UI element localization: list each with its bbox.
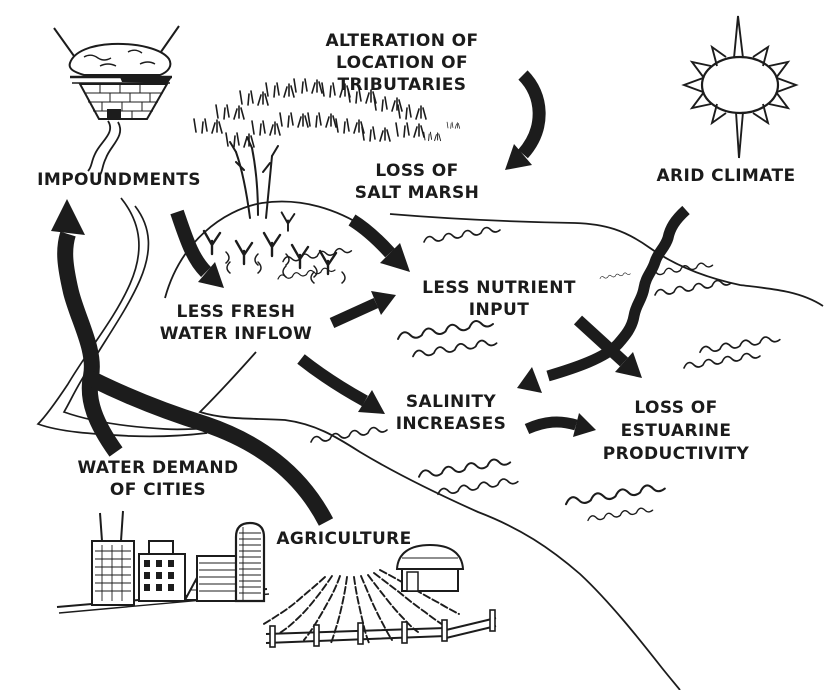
dam-crest-shadow xyxy=(120,77,172,83)
arrow-agriculture-branch xyxy=(86,370,334,526)
city-tower-1-windows xyxy=(95,545,131,601)
label-arid-climate: ARID CLIMATE xyxy=(656,166,796,186)
arrow-shaft xyxy=(517,70,546,159)
fence-post xyxy=(269,625,276,648)
arrow-shaft xyxy=(170,209,212,277)
barn-door xyxy=(406,571,419,592)
arrow-nutrient-to-productivity xyxy=(573,315,642,378)
city-antennas xyxy=(99,510,124,542)
salt-marsh-icon xyxy=(193,78,461,284)
city-building-3-windows xyxy=(199,562,241,592)
river-icon xyxy=(546,205,690,382)
river-bank-line-1 xyxy=(36,197,208,438)
arrow-marsh-to-nutrient xyxy=(348,214,410,272)
label-loss-salt-marsh: LOSS OF SALT MARSH xyxy=(354,161,480,203)
fence-post xyxy=(489,609,496,632)
arrow-shaft xyxy=(524,416,578,435)
arrow-shaft xyxy=(329,297,379,329)
marsh-tall-reeds xyxy=(229,136,279,219)
arrow-head xyxy=(358,390,385,414)
marsh-shore-line xyxy=(164,200,367,299)
fence-post xyxy=(401,621,408,644)
arrow-head xyxy=(51,199,85,235)
arrow-river-to-salinity xyxy=(517,205,690,393)
fence-post xyxy=(357,622,364,645)
arrow-salinity-to-productivity xyxy=(524,413,596,437)
arrow-head xyxy=(615,352,642,378)
lower-shoreline xyxy=(198,351,681,690)
dam-gate xyxy=(107,109,121,118)
crop-rows xyxy=(261,569,460,644)
wave-icon xyxy=(599,272,631,279)
wave-icon xyxy=(282,247,353,263)
arrow-impoundments-to-freshwater xyxy=(170,209,224,288)
arrow-head xyxy=(517,367,542,393)
wave-icon xyxy=(437,478,519,496)
label-agriculture: AGRICULTURE xyxy=(276,529,412,549)
shoreline-lines xyxy=(36,197,824,690)
upper-shoreline xyxy=(389,213,824,307)
arrow-head xyxy=(198,262,224,288)
dam-reservoir-water xyxy=(68,42,172,76)
barn-roof xyxy=(395,543,465,570)
city-tower-1 xyxy=(91,540,135,606)
flow-arrows xyxy=(51,70,690,526)
fence xyxy=(265,609,497,648)
dam-water-squiggles xyxy=(83,49,156,67)
wave-icon xyxy=(683,352,761,369)
arrow-freshwater-to-salinity xyxy=(297,354,385,414)
arrow-tributaries-to-marsh xyxy=(505,70,546,170)
arrow-shaft xyxy=(57,231,123,457)
wave-icon xyxy=(423,226,501,243)
arrow-shaft xyxy=(86,370,334,526)
arrow-freshwater-to-nutrient xyxy=(329,291,396,329)
wave-icon xyxy=(418,458,512,478)
city-round-tower-windows xyxy=(239,527,261,601)
label-salinity-increases: SALINITY INCREASES xyxy=(395,392,507,434)
city-skyline-icon xyxy=(56,510,270,614)
arrow-shaft xyxy=(348,214,395,258)
label-water-demand-cities: WATER DEMAND OF CITIES xyxy=(77,458,239,500)
arrow-head xyxy=(371,291,396,315)
fence-post xyxy=(313,624,320,647)
arrow-head xyxy=(573,413,596,437)
wave-icon xyxy=(412,339,498,358)
city-building-2-windows xyxy=(144,560,174,591)
wave-icon xyxy=(654,279,732,296)
city-roof-box xyxy=(148,540,174,555)
city-round-tower xyxy=(234,521,266,603)
dam-outflow-stream xyxy=(87,120,121,176)
river-bank-line-2 xyxy=(62,205,211,431)
wave-icon xyxy=(699,336,781,354)
sun-icon xyxy=(681,15,799,159)
barn xyxy=(395,543,465,592)
arrow-head xyxy=(505,144,532,170)
label-less-fresh-water-inflow: LESS FRESH WATER INFLOW xyxy=(159,302,313,344)
label-impoundments: IMPOUNDMENTS xyxy=(37,170,201,190)
arrow-cities-to-impoundments xyxy=(51,199,123,457)
dam-icon xyxy=(53,25,180,176)
sun-disc xyxy=(700,55,780,115)
arrow-shaft xyxy=(573,315,629,367)
fence-post xyxy=(441,619,448,642)
arrow-shaft xyxy=(297,354,368,407)
sun-rays xyxy=(681,15,799,159)
farm-field-icon xyxy=(261,543,497,648)
wave-icon xyxy=(397,320,494,340)
label-less-nutrient-input: LESS NUTRIENT INPUT xyxy=(422,278,576,320)
label-alteration-tributaries: ALTERATION OF LOCATION OF TRIBUTARIES xyxy=(325,31,479,95)
wave-icon xyxy=(587,507,654,522)
wave-icon xyxy=(564,484,666,506)
fence-rails xyxy=(265,617,497,644)
label-loss-estuarine-productivity: LOSS OF ESTUARINE PRODUCTIVITY xyxy=(602,398,750,464)
arrow-head xyxy=(380,243,410,272)
